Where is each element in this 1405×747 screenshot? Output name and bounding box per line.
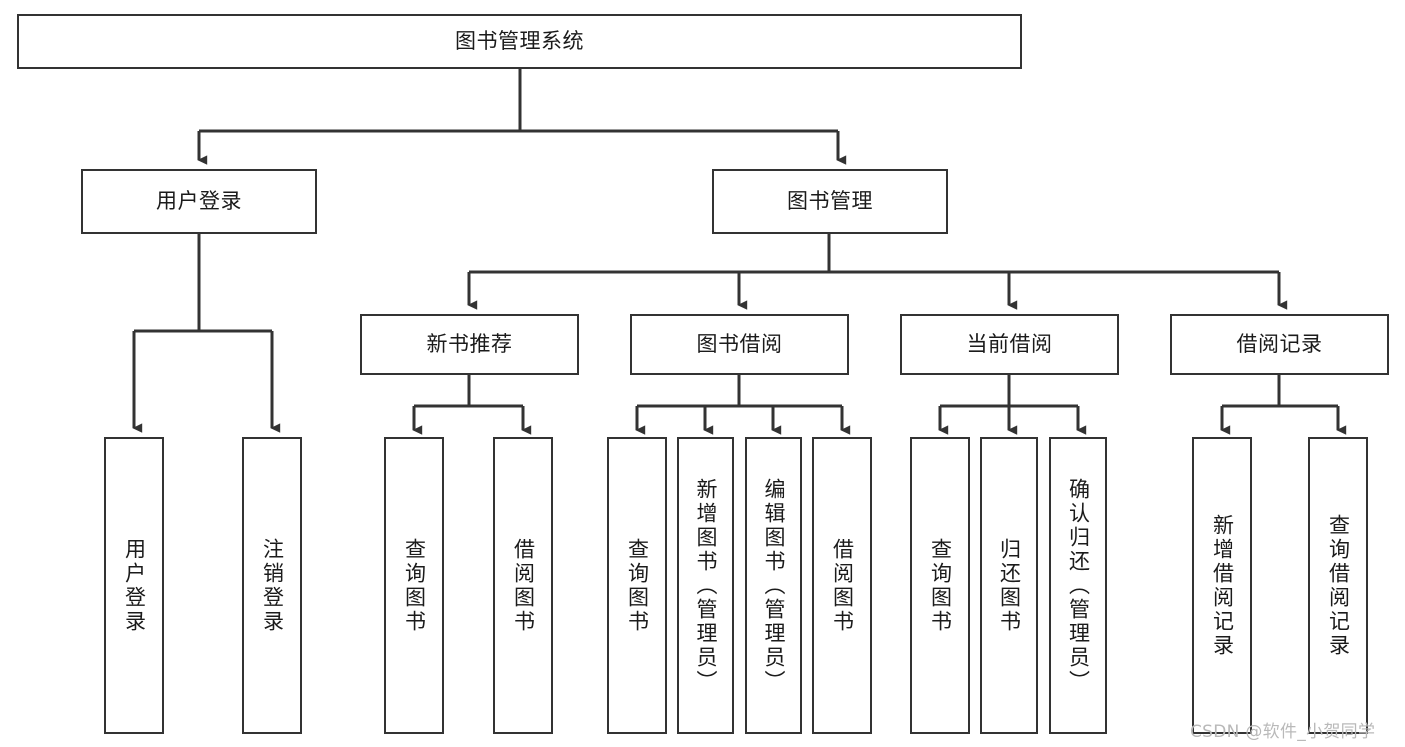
leaf-edit-book-admin[interactable]: 编辑图书（管理员） [745, 437, 802, 734]
leaf-logout[interactable]: 注销登录 [242, 437, 302, 734]
leaf-query-book-current[interactable]: 查询图书 [910, 437, 970, 734]
leaf-query-borrow-record[interactable]: 查询借阅记录 [1308, 437, 1368, 734]
leaf-query-book-recommend[interactable]: 查询图书 [384, 437, 444, 734]
leaf-confirm-return-admin[interactable]: 确认归还（管理员） [1049, 437, 1107, 734]
leaf-borrow-book-recommend[interactable]: 借阅图书 [493, 437, 553, 734]
leaf-logout-label: 注销登录 [260, 537, 285, 634]
node-book-borrow-label: 图书借阅 [696, 331, 783, 356]
node-book-borrow[interactable]: 图书借阅 [630, 314, 849, 375]
leaf-user-login-label: 用户登录 [122, 537, 147, 634]
node-new-book-recommend-label: 新书推荐 [426, 331, 513, 356]
csdn-watermark: CSDN @软件_小贺同学 [1190, 722, 1376, 742]
node-new-book-recommend[interactable]: 新书推荐 [360, 314, 579, 375]
leaf-query-book-current-label: 查询图书 [928, 537, 953, 634]
leaf-confirm-return-admin-label: 确认归还（管理员） [1066, 477, 1091, 694]
leaf-query-book-recommend-label: 查询图书 [402, 537, 427, 634]
leaf-add-borrow-record-label: 新增借阅记录 [1210, 513, 1235, 658]
node-current-borrow-label: 当前借阅 [966, 331, 1053, 356]
leaf-return-book[interactable]: 归还图书 [980, 437, 1038, 734]
leaf-borrow-book-recommend-label: 借阅图书 [511, 537, 536, 634]
leaf-borrow-book-label: 借阅图书 [830, 537, 855, 634]
node-current-borrow[interactable]: 当前借阅 [900, 314, 1119, 375]
node-user-login-label: 用户登录 [156, 188, 242, 213]
node-root-label: 图书管理系统 [455, 28, 584, 53]
leaf-add-borrow-record[interactable]: 新增借阅记录 [1192, 437, 1252, 734]
leaf-query-borrow-record-label: 查询借阅记录 [1326, 513, 1351, 658]
node-borrow-record-label: 借阅记录 [1236, 331, 1323, 356]
leaf-return-book-label: 归还图书 [997, 537, 1022, 634]
node-book-management[interactable]: 图书管理 [712, 169, 948, 234]
leaf-query-book-borrow-label: 查询图书 [625, 537, 650, 634]
leaf-borrow-book[interactable]: 借阅图书 [812, 437, 872, 734]
node-root[interactable]: 图书管理系统 [17, 14, 1022, 69]
node-borrow-record[interactable]: 借阅记录 [1170, 314, 1389, 375]
leaf-add-book-admin-label: 新增图书（管理员） [694, 477, 718, 694]
node-book-management-label: 图书管理 [787, 188, 873, 213]
leaf-edit-book-admin-label: 编辑图书（管理员） [762, 477, 786, 694]
node-user-login[interactable]: 用户登录 [81, 169, 317, 234]
leaf-query-book-borrow[interactable]: 查询图书 [607, 437, 667, 734]
leaf-user-login[interactable]: 用户登录 [104, 437, 164, 734]
leaf-add-book-admin[interactable]: 新增图书（管理员） [677, 437, 734, 734]
